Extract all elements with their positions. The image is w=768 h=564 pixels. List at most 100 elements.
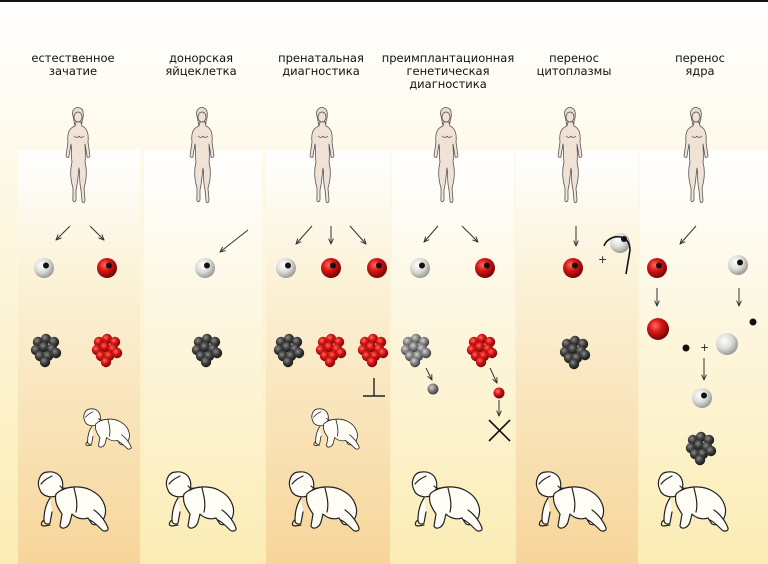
embryo-cell xyxy=(211,347,223,359)
red-embryo xyxy=(91,333,123,368)
embryo-cell xyxy=(50,347,62,359)
column-title-cytoplasm: перенос цитоплазмы xyxy=(536,51,612,78)
embryo-cell xyxy=(410,333,422,345)
egg-nucleus xyxy=(376,262,382,269)
egg-body xyxy=(97,258,117,278)
woman-figure-icon xyxy=(309,107,335,204)
red-egg xyxy=(367,258,387,278)
arrow xyxy=(425,367,432,380)
baby-leg xyxy=(89,509,109,532)
egg-nucleus xyxy=(701,392,707,399)
body-detail xyxy=(197,135,209,138)
white-egg xyxy=(692,388,712,408)
red-embryo xyxy=(357,333,389,368)
red-egg xyxy=(475,258,495,278)
baby-hair xyxy=(168,475,181,485)
red-embryo xyxy=(466,333,498,368)
red-egg xyxy=(647,258,667,278)
baby-hand xyxy=(40,519,51,527)
baby-leg xyxy=(346,434,360,450)
arrow xyxy=(296,225,313,244)
embryo-cell xyxy=(323,341,335,353)
reject-x-icon xyxy=(488,419,511,442)
embryo-cell xyxy=(39,356,51,368)
body-detail xyxy=(691,135,703,138)
egg-nucleus xyxy=(572,262,578,269)
body-detail xyxy=(317,135,329,138)
baby-hand xyxy=(538,519,549,527)
woman-figure-icon xyxy=(433,107,459,204)
egg-body xyxy=(475,258,495,278)
egg-body xyxy=(276,258,296,278)
column-prenatal: пренатальная диагностика xyxy=(256,0,386,564)
baby-diaper-line xyxy=(324,487,329,513)
column-title-natural: естественное зачатие xyxy=(31,51,115,78)
baby-diaper-line xyxy=(693,487,698,513)
embryo-cell xyxy=(693,439,705,451)
baby-hair xyxy=(313,411,322,418)
white-egg xyxy=(276,258,296,278)
egg-nucleus xyxy=(737,259,743,266)
body xyxy=(433,121,459,204)
embryo-cell xyxy=(335,347,347,359)
baby-hair xyxy=(291,475,304,485)
crawling-baby-icon xyxy=(83,408,132,450)
baby-hand xyxy=(313,441,321,447)
embryo-cell xyxy=(409,356,421,368)
recipient-egg xyxy=(716,333,738,355)
baby-diaper-line xyxy=(201,487,206,513)
dark-embryo xyxy=(685,431,717,466)
embryo-cell xyxy=(695,431,707,443)
arrow xyxy=(424,225,439,242)
plus-sign: + xyxy=(700,341,709,354)
baby-leg xyxy=(463,509,483,532)
arrow xyxy=(489,367,497,383)
embryo-cell xyxy=(99,341,111,353)
crawling-baby-icon xyxy=(165,471,237,532)
embryo-cell xyxy=(201,333,213,345)
dark-embryo xyxy=(559,335,591,370)
embryo-cell xyxy=(101,333,113,345)
woman-figure-icon xyxy=(65,107,91,204)
embryo-cell xyxy=(365,341,377,353)
embryo-cell xyxy=(111,347,123,359)
column-title-nucleus: перенос ядра xyxy=(675,51,725,78)
column-nucleus: перенос ядра xyxy=(638,0,762,564)
baby-diaper-line xyxy=(447,487,452,513)
embryo-cell xyxy=(486,347,498,359)
embryo-cell xyxy=(420,347,432,359)
baby-hair xyxy=(40,475,53,485)
nucleus-transferred xyxy=(682,344,690,352)
embryo-cell xyxy=(474,341,486,353)
baby-leg xyxy=(217,509,237,532)
arrow xyxy=(220,229,249,252)
baby-diaper-line xyxy=(571,487,576,513)
egg-nucleus xyxy=(204,262,210,269)
stop-symbol-icon xyxy=(363,378,385,397)
white-egg xyxy=(728,255,748,275)
arrow xyxy=(461,225,478,242)
egg-body xyxy=(34,258,54,278)
crawling-baby-icon xyxy=(535,471,607,532)
crawling-baby-icon xyxy=(411,471,483,532)
column-donor: донорская яйцеклетка xyxy=(136,0,266,564)
embryo-cell xyxy=(475,356,487,368)
baby-leg xyxy=(118,434,132,450)
crawling-baby-icon xyxy=(311,408,360,450)
biopsy-cell xyxy=(427,383,439,395)
biopsy-cell xyxy=(493,387,505,399)
body-detail xyxy=(565,135,577,138)
baby-diaper-line xyxy=(107,419,111,437)
dark-embryo xyxy=(30,333,62,368)
arrow xyxy=(89,225,104,240)
woman-figure-icon xyxy=(557,107,583,204)
crawling-baby-icon xyxy=(37,471,109,532)
egg-body xyxy=(563,258,583,278)
embryo-cell xyxy=(568,358,580,370)
top-rule xyxy=(0,0,768,2)
column-cytoplasm: перенос цитоплазмы xyxy=(512,0,636,564)
embryo-cell xyxy=(367,333,379,345)
egg-body xyxy=(367,258,387,278)
egg-nucleus xyxy=(43,262,49,269)
